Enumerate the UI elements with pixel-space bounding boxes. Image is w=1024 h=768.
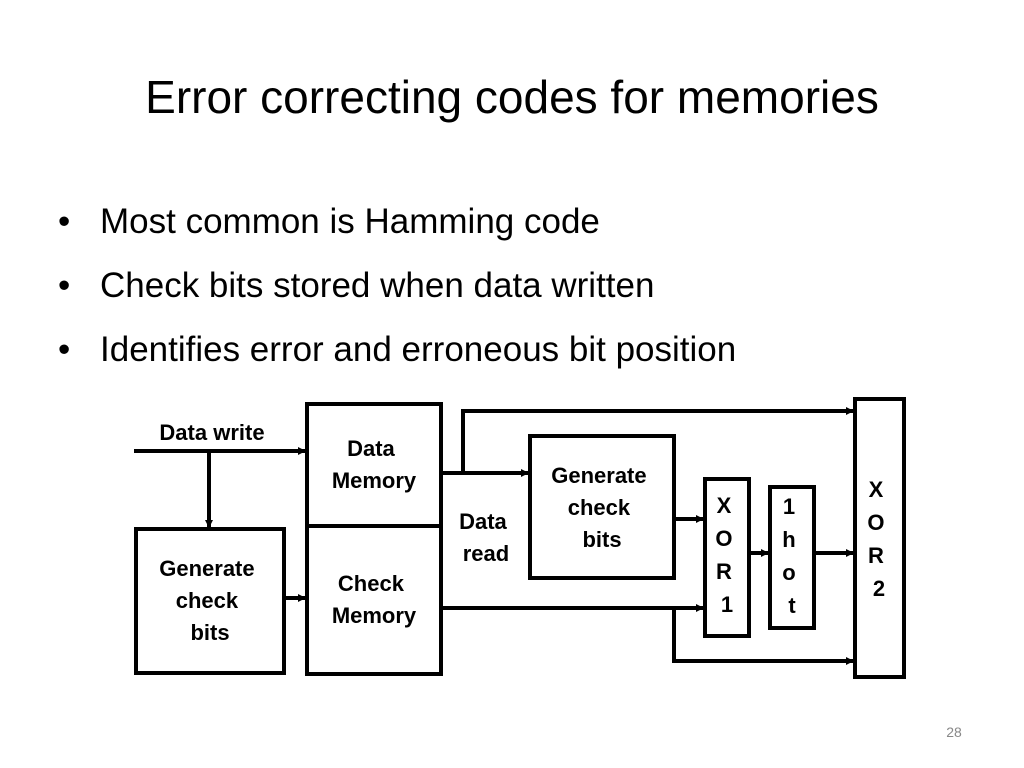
generate-check-bits-left-label: Generate check bits <box>159 556 261 645</box>
bullet-text: Identifies error and erroneous bit posit… <box>100 330 737 369</box>
check-memory-to-xor2-arrow <box>672 608 854 665</box>
data-memory-box <box>305 402 443 528</box>
page-number: 28 <box>946 724 962 740</box>
bullet-item: • Check bits stored when data written <box>58 254 736 318</box>
generate-check-bits-right-label: Generate check bits <box>551 463 653 552</box>
xor1-label: X O R 1 <box>715 493 738 617</box>
bullet-item: • Most common is Hamming code <box>58 190 736 254</box>
check-memory-label: Check Memory <box>332 571 417 628</box>
bullet-list: • Most common is Hamming code • Check bits… <box>58 190 736 382</box>
check-memory-box <box>305 524 443 676</box>
bullet-text: Most common is Hamming code <box>100 202 600 241</box>
xor1-box <box>703 477 751 638</box>
data-memory-label: Data Memory <box>332 436 417 493</box>
data-read-label: Data read <box>459 509 513 566</box>
data-read-top-arrow <box>441 407 854 475</box>
xor2-label: X O R 2 <box>867 477 890 601</box>
xor2-box <box>853 397 906 679</box>
bullet-item: • Identifies error and erroneous bit posi… <box>58 318 736 382</box>
one-hot-box <box>768 485 816 630</box>
bullet-dot: • <box>58 266 71 305</box>
generate-check-bits-right-box <box>528 434 676 580</box>
data-write-label: Data write <box>159 420 264 445</box>
bullet-dot: • <box>58 202 71 241</box>
bullet-dot: • <box>58 330 71 369</box>
one-hot-label: 1 h o t <box>782 494 802 618</box>
bullet-text: Check bits stored when data written <box>100 266 655 305</box>
generate-check-bits-left-box <box>134 527 286 675</box>
slide-title: Error correcting codes for memories <box>145 71 879 123</box>
